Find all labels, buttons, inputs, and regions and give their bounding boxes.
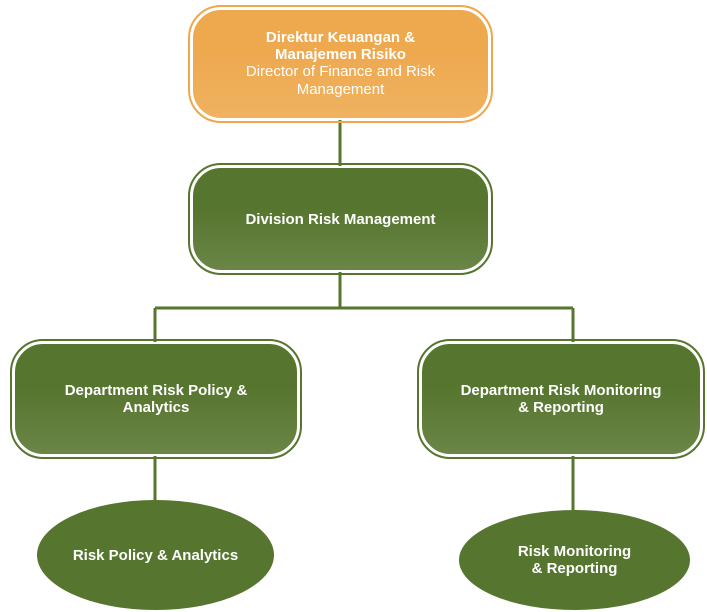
- connector-lines: [153, 118, 575, 510]
- dept-policy-label-line2: Analytics: [122, 399, 190, 416]
- director-node[interactable]: Direktur Keuangan & Manajemen Risiko Dir…: [188, 5, 493, 123]
- director-title-line2: Manajemen Risiko: [275, 46, 406, 63]
- dept-policy-node[interactable]: Department Risk Policy & Analytics: [10, 339, 302, 459]
- division-label: Division Risk Management: [245, 210, 436, 228]
- dept-policy-label-line1: Department Risk Policy &: [64, 382, 248, 399]
- division-node[interactable]: Division Risk Management: [188, 163, 493, 275]
- unit-policy-node[interactable]: Risk Policy & Analytics: [37, 500, 274, 610]
- unit-monitoring-label-line2: & Reporting: [531, 560, 618, 577]
- unit-monitoring-label-line1: Risk Monitoring: [517, 543, 632, 560]
- director-subtitle-line1: Director of Finance and Risk: [245, 63, 436, 80]
- dept-monitoring-label-line1: Department Risk Monitoring: [460, 382, 662, 399]
- unit-monitoring-node[interactable]: Risk Monitoring & Reporting: [459, 510, 690, 610]
- dept-monitoring-label-line2: & Reporting: [518, 399, 604, 416]
- dept-monitoring-node[interactable]: Department Risk Monitoring & Reporting: [417, 339, 705, 459]
- director-title-line1: Direktur Keuangan &: [265, 29, 416, 46]
- unit-policy-label: Risk Policy & Analytics: [72, 546, 239, 564]
- director-subtitle-line2: Management: [296, 81, 385, 98]
